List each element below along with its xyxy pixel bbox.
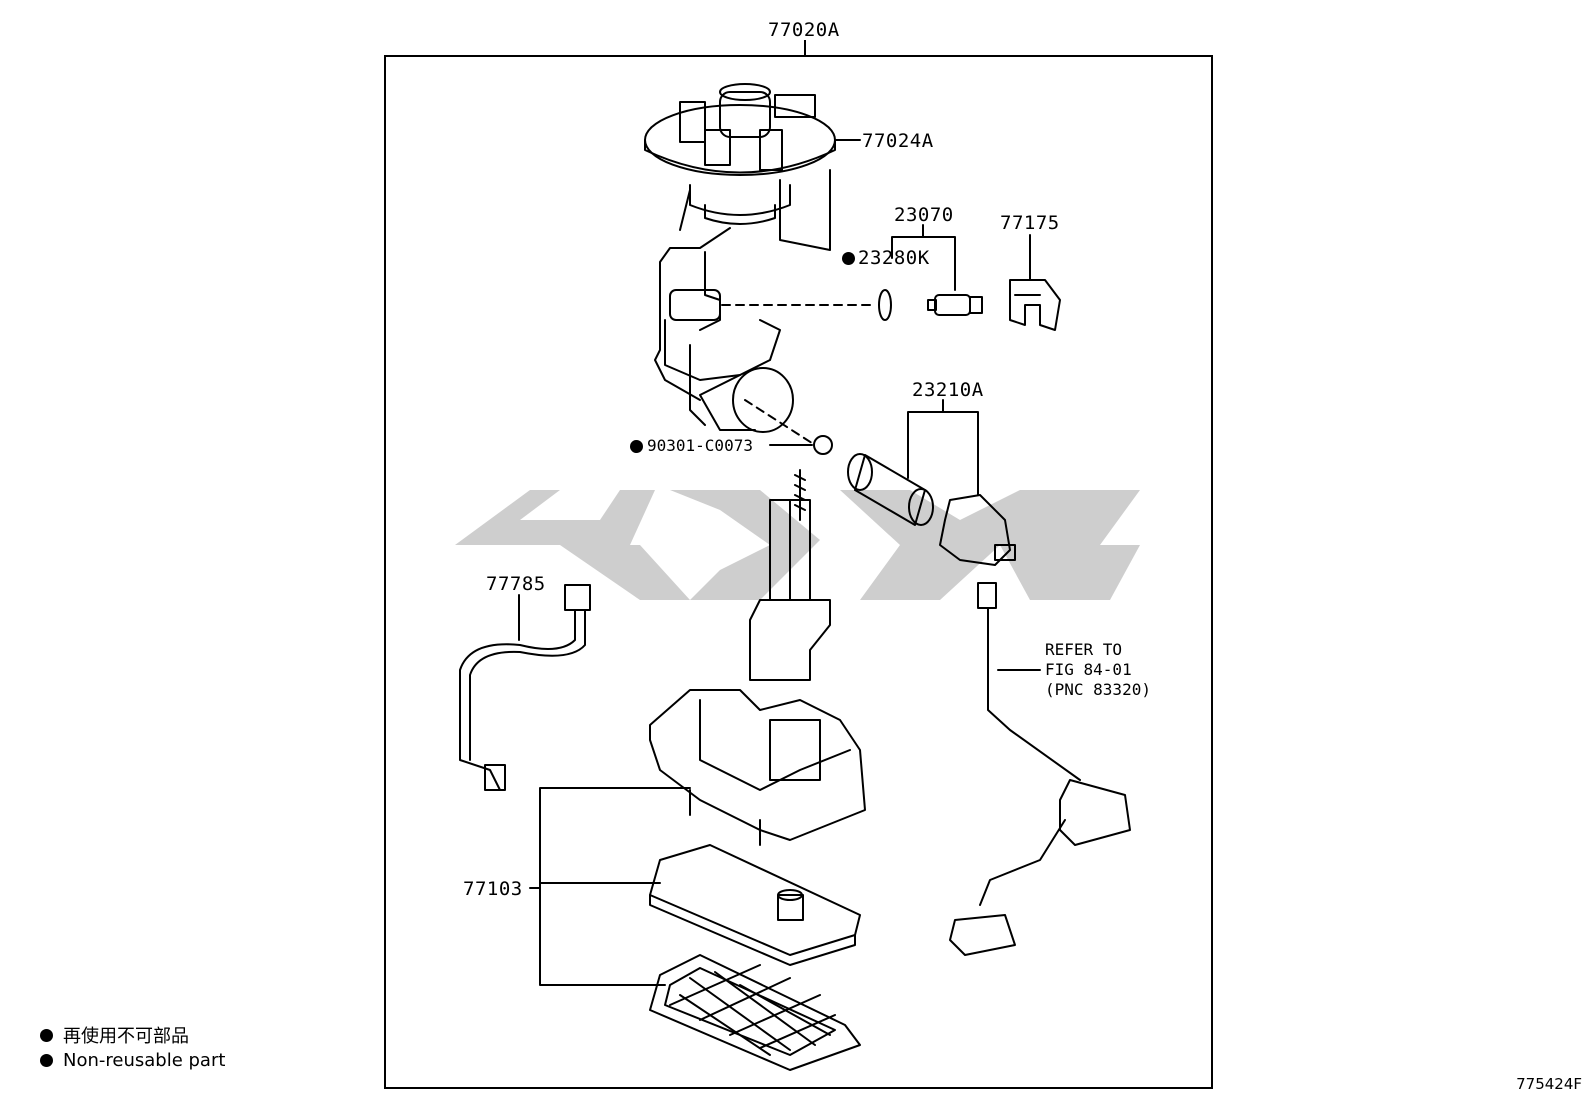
bracket-23210a: [907, 411, 979, 496]
o-ring-23280k: [878, 289, 892, 321]
wiring-harness-77785-drawing: [459, 584, 591, 791]
label-part-77175: 77175: [1000, 212, 1060, 234]
pump-bracket-drawing: [654, 227, 794, 433]
label-part-90301: 90301-C0073: [630, 436, 753, 456]
legend-english-text: Non-reusable part: [63, 1050, 226, 1071]
legend-japanese-text: 再使用不可部品: [63, 1026, 189, 1047]
reference-line-2: FIG 84-01: [1045, 660, 1132, 679]
part-23070-drawing: [927, 294, 983, 316]
label-part-23280k: 23280K: [842, 248, 930, 268]
filter-plate-drawing: [649, 844, 861, 966]
legend-dot-icon: [40, 1028, 53, 1042]
dashed-leader-90301: [744, 399, 816, 446]
non-reusable-marker-23280k: [842, 252, 855, 265]
assembly-frame: [384, 55, 1213, 1089]
part-77175-drawing: [1009, 279, 1061, 331]
label-part-23070: 23070: [894, 204, 954, 226]
reference-line-1: REFER TO: [1045, 640, 1123, 659]
guide-rod-drawing: [749, 469, 831, 681]
fuel-sender-drawing: [949, 582, 1131, 956]
label-assembly-77020a: 77020A: [768, 19, 840, 41]
label-part-90301-text: 90301-C0073: [647, 436, 753, 455]
reference-note: REFER TO FIG 84-01 (PNC 83320): [1045, 640, 1151, 700]
label-part-23210a: 23210A: [912, 379, 984, 401]
label-part-77024a: 77024A: [862, 130, 934, 152]
o-ring-90301: [813, 435, 833, 455]
non-reusable-marker-90301: [630, 440, 643, 453]
label-part-23280k-text: 23280K: [858, 247, 930, 269]
legend-japanese: 再使用不可部品: [40, 1022, 189, 1048]
filter-screen-drawing: [649, 954, 861, 1071]
bracket-77103: [539, 787, 691, 986]
fuel-pump-flange-drawing: [644, 83, 836, 251]
legend-dot-icon: [40, 1054, 53, 1067]
reference-line-3: (PNC 83320): [1045, 680, 1151, 699]
fuel-pump-23210a-drawing: [847, 453, 1016, 566]
figure-id: 775424F: [1516, 1075, 1582, 1093]
canister-housing-drawing: [649, 689, 866, 846]
label-part-77103: 77103: [463, 878, 523, 900]
watermark-logo: [455, 490, 1140, 600]
label-part-77785: 77785: [486, 573, 546, 595]
legend-english: Non-reusable part: [40, 1050, 225, 1071]
